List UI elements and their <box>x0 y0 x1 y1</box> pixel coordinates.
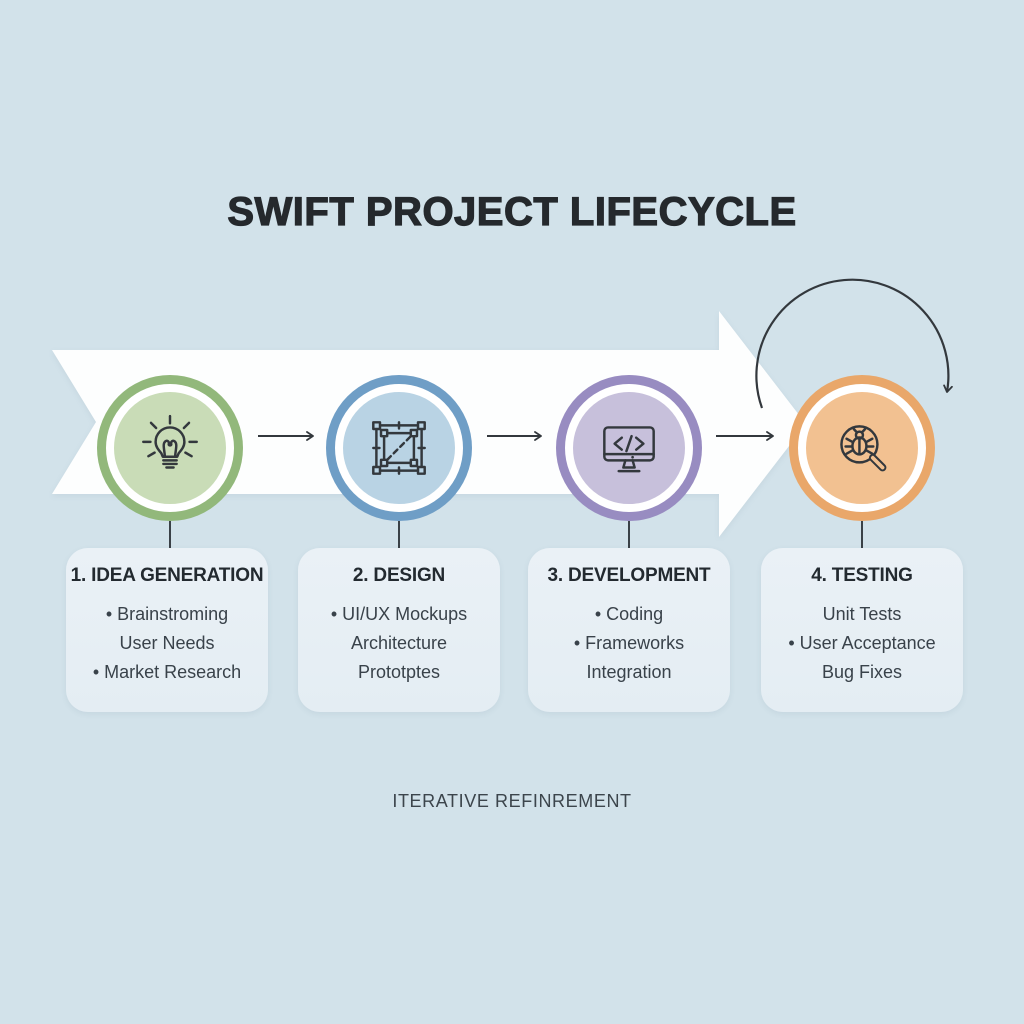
stage-card-development: 3. DEVELOPMENT • Coding • Frameworks Int… <box>528 548 730 712</box>
stage-circle-design <box>335 384 463 512</box>
code-monitor-icon <box>603 426 655 473</box>
stage-item: Bug Fixes <box>821 662 903 682</box>
stage-item: • User Acceptance <box>788 633 936 653</box>
stage-card-title: 1. IDEA GENERATION <box>70 565 264 586</box>
stage-item: • Frameworks <box>573 633 685 653</box>
stage-item: • Brainstroming <box>105 604 229 624</box>
stage-circle-testing <box>798 384 926 512</box>
stage-item: Integration <box>586 662 672 682</box>
stage-item: Unit Tests <box>822 604 902 624</box>
stage-item: • UI/UX Mockups <box>330 604 468 624</box>
stage-item: Architecture <box>350 633 448 653</box>
stage-card-title: 2. DESIGN <box>352 565 446 586</box>
stage-card-idea-generation: 1. IDEA GENERATION • Brainstroming User … <box>66 548 268 712</box>
stage-item: Prototptes <box>357 662 441 682</box>
stage-card-items: Unit Tests • User Acceptance Bug Fixes <box>761 600 963 687</box>
stage-circle-development <box>565 384 693 512</box>
stage-card-testing: 4. TESTING Unit Tests • User Acceptance … <box>761 548 963 712</box>
bug-magnifier-icon <box>840 425 887 472</box>
stage-card-items: • Brainstroming User Needs • Market Rese… <box>66 600 268 687</box>
page-title: SWIFT PROJECT LIFECYCLE <box>227 189 797 234</box>
design-frame-icon <box>372 421 426 475</box>
stage-card-title: 3. DEVELOPMENT <box>547 565 711 586</box>
stage-item: User Needs <box>119 633 215 653</box>
stage-circle-idea-generation <box>106 384 234 512</box>
stage-card-items: • Coding • Frameworks Integration <box>528 600 730 687</box>
stage-item: • Market Research <box>92 662 242 682</box>
stage-item: • Coding <box>594 604 664 624</box>
iterative-refinement-label: ITERATIVE REFINREMENT <box>392 791 632 811</box>
stage-card-title: 4. TESTING <box>811 565 913 586</box>
lightbulb-icon <box>142 414 198 469</box>
stage-card-items: • UI/UX Mockups Architecture Prototptes <box>298 600 500 687</box>
stage-card-design: 2. DESIGN • UI/UX Mockups Architecture P… <box>298 548 500 712</box>
iteration-loop-arrow <box>755 278 953 409</box>
